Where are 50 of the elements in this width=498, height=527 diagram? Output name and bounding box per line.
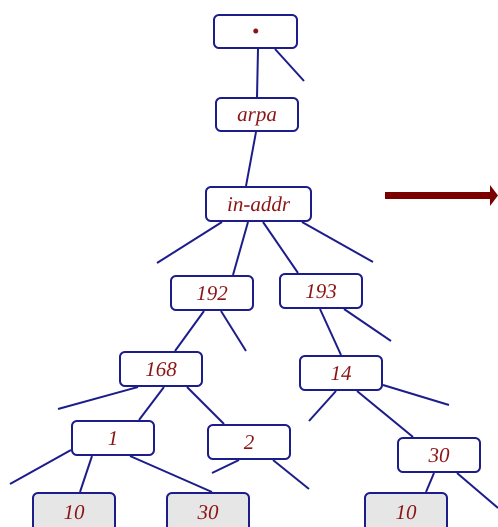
node-label: 192 xyxy=(196,280,228,306)
connector-line xyxy=(58,386,138,410)
connector-line xyxy=(245,132,257,186)
connector-line xyxy=(220,310,247,352)
node-label: 10 xyxy=(64,500,84,524)
node-label: 1 xyxy=(108,426,118,450)
tree-node-box xyxy=(205,186,312,222)
tree-node-box xyxy=(215,97,299,132)
connector-line xyxy=(174,310,205,352)
connector-line xyxy=(425,472,435,492)
connector-line xyxy=(130,455,212,493)
tree-node-box xyxy=(207,424,291,460)
node-label: arpa xyxy=(237,102,277,127)
node-label: 193 xyxy=(305,278,337,304)
node-label: 30 xyxy=(198,500,218,524)
connector-line xyxy=(302,221,374,263)
tree-node-box xyxy=(279,273,363,309)
node-label: 14 xyxy=(330,360,352,386)
connector-line xyxy=(262,221,299,274)
connector-line xyxy=(356,390,414,438)
connector-line xyxy=(274,48,305,82)
tree-node-box xyxy=(299,355,383,391)
connector-line xyxy=(456,472,498,509)
connector-line xyxy=(79,456,93,492)
node-label: 2 xyxy=(244,430,254,454)
node-label: • xyxy=(252,19,260,44)
connector-line xyxy=(343,308,392,342)
tree-node-box xyxy=(71,420,155,456)
connector-line xyxy=(138,386,165,421)
connector-line xyxy=(212,459,240,474)
connector-line xyxy=(256,48,259,98)
connector-line xyxy=(272,459,310,490)
connector-line xyxy=(382,384,450,406)
node-label: 10 xyxy=(396,500,416,524)
node-label: in-addr xyxy=(227,192,290,216)
node-label: 168 xyxy=(145,356,177,382)
tree-node-box xyxy=(32,492,116,527)
connector-line xyxy=(186,386,225,425)
tree-node-box xyxy=(119,351,203,387)
tree-node-box xyxy=(166,492,250,527)
connector-line xyxy=(156,221,223,264)
tree-node-box xyxy=(397,437,481,473)
connector-line xyxy=(10,449,72,485)
node-label: 30 xyxy=(428,442,450,468)
connector-line xyxy=(308,390,337,422)
connector-line xyxy=(232,222,249,276)
tree-node-box xyxy=(213,14,298,49)
tree-node-box xyxy=(170,275,254,311)
tree-node-box xyxy=(364,492,448,527)
connector-line xyxy=(319,308,342,356)
